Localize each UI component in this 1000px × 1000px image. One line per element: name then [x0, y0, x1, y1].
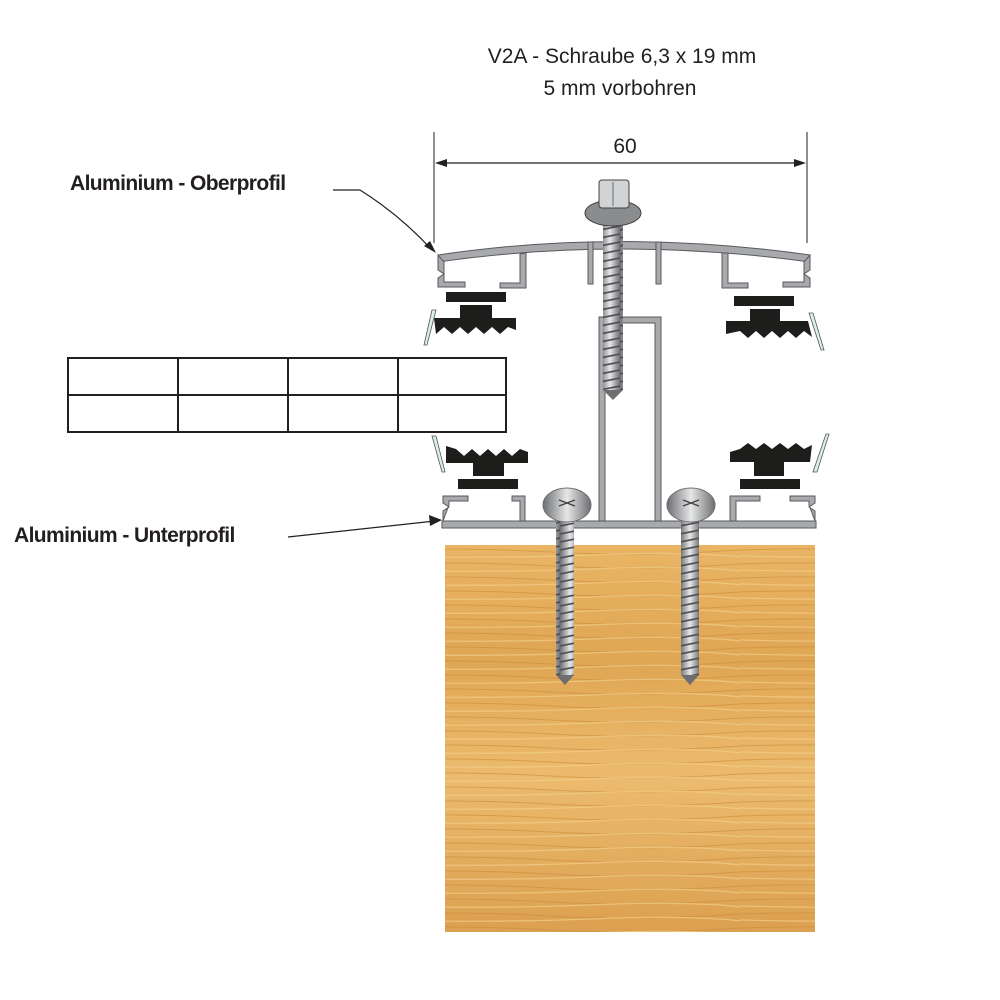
width-dimension — [433, 132, 808, 243]
top-aluminium-profile — [437, 241, 811, 289]
arrow-right-icon — [794, 159, 806, 167]
stainless-screw-top — [584, 179, 642, 400]
leader-bottom-profile — [287, 520, 436, 538]
leader-arrow-icon — [424, 241, 436, 253]
bottom-aluminium-profile — [441, 316, 817, 529]
screw-spec-line1: V2A - Schraube 6,3 x 19 mm — [488, 45, 756, 68]
gasket-bottom-right — [730, 433, 830, 489]
leader-arrow-icon — [429, 515, 442, 526]
wooden-rafter — [445, 545, 815, 932]
label-top-profile: Aluminium - Oberprofil — [70, 172, 285, 195]
wood-screw-left — [542, 487, 592, 685]
gasket-bottom-left — [431, 435, 528, 489]
multiwall-sheet — [67, 357, 507, 433]
screw-spec-line2: 5 mm vorbohren — [544, 77, 697, 100]
gasket-top-left — [423, 292, 516, 346]
arrow-left-icon — [435, 159, 447, 167]
dimension-value: 60 — [613, 135, 636, 158]
leader-top-profile — [333, 189, 433, 251]
gasket-top-right — [726, 296, 825, 351]
label-bottom-profile: Aluminium - Unterprofil — [14, 524, 235, 547]
wood-screw-right — [666, 487, 716, 685]
